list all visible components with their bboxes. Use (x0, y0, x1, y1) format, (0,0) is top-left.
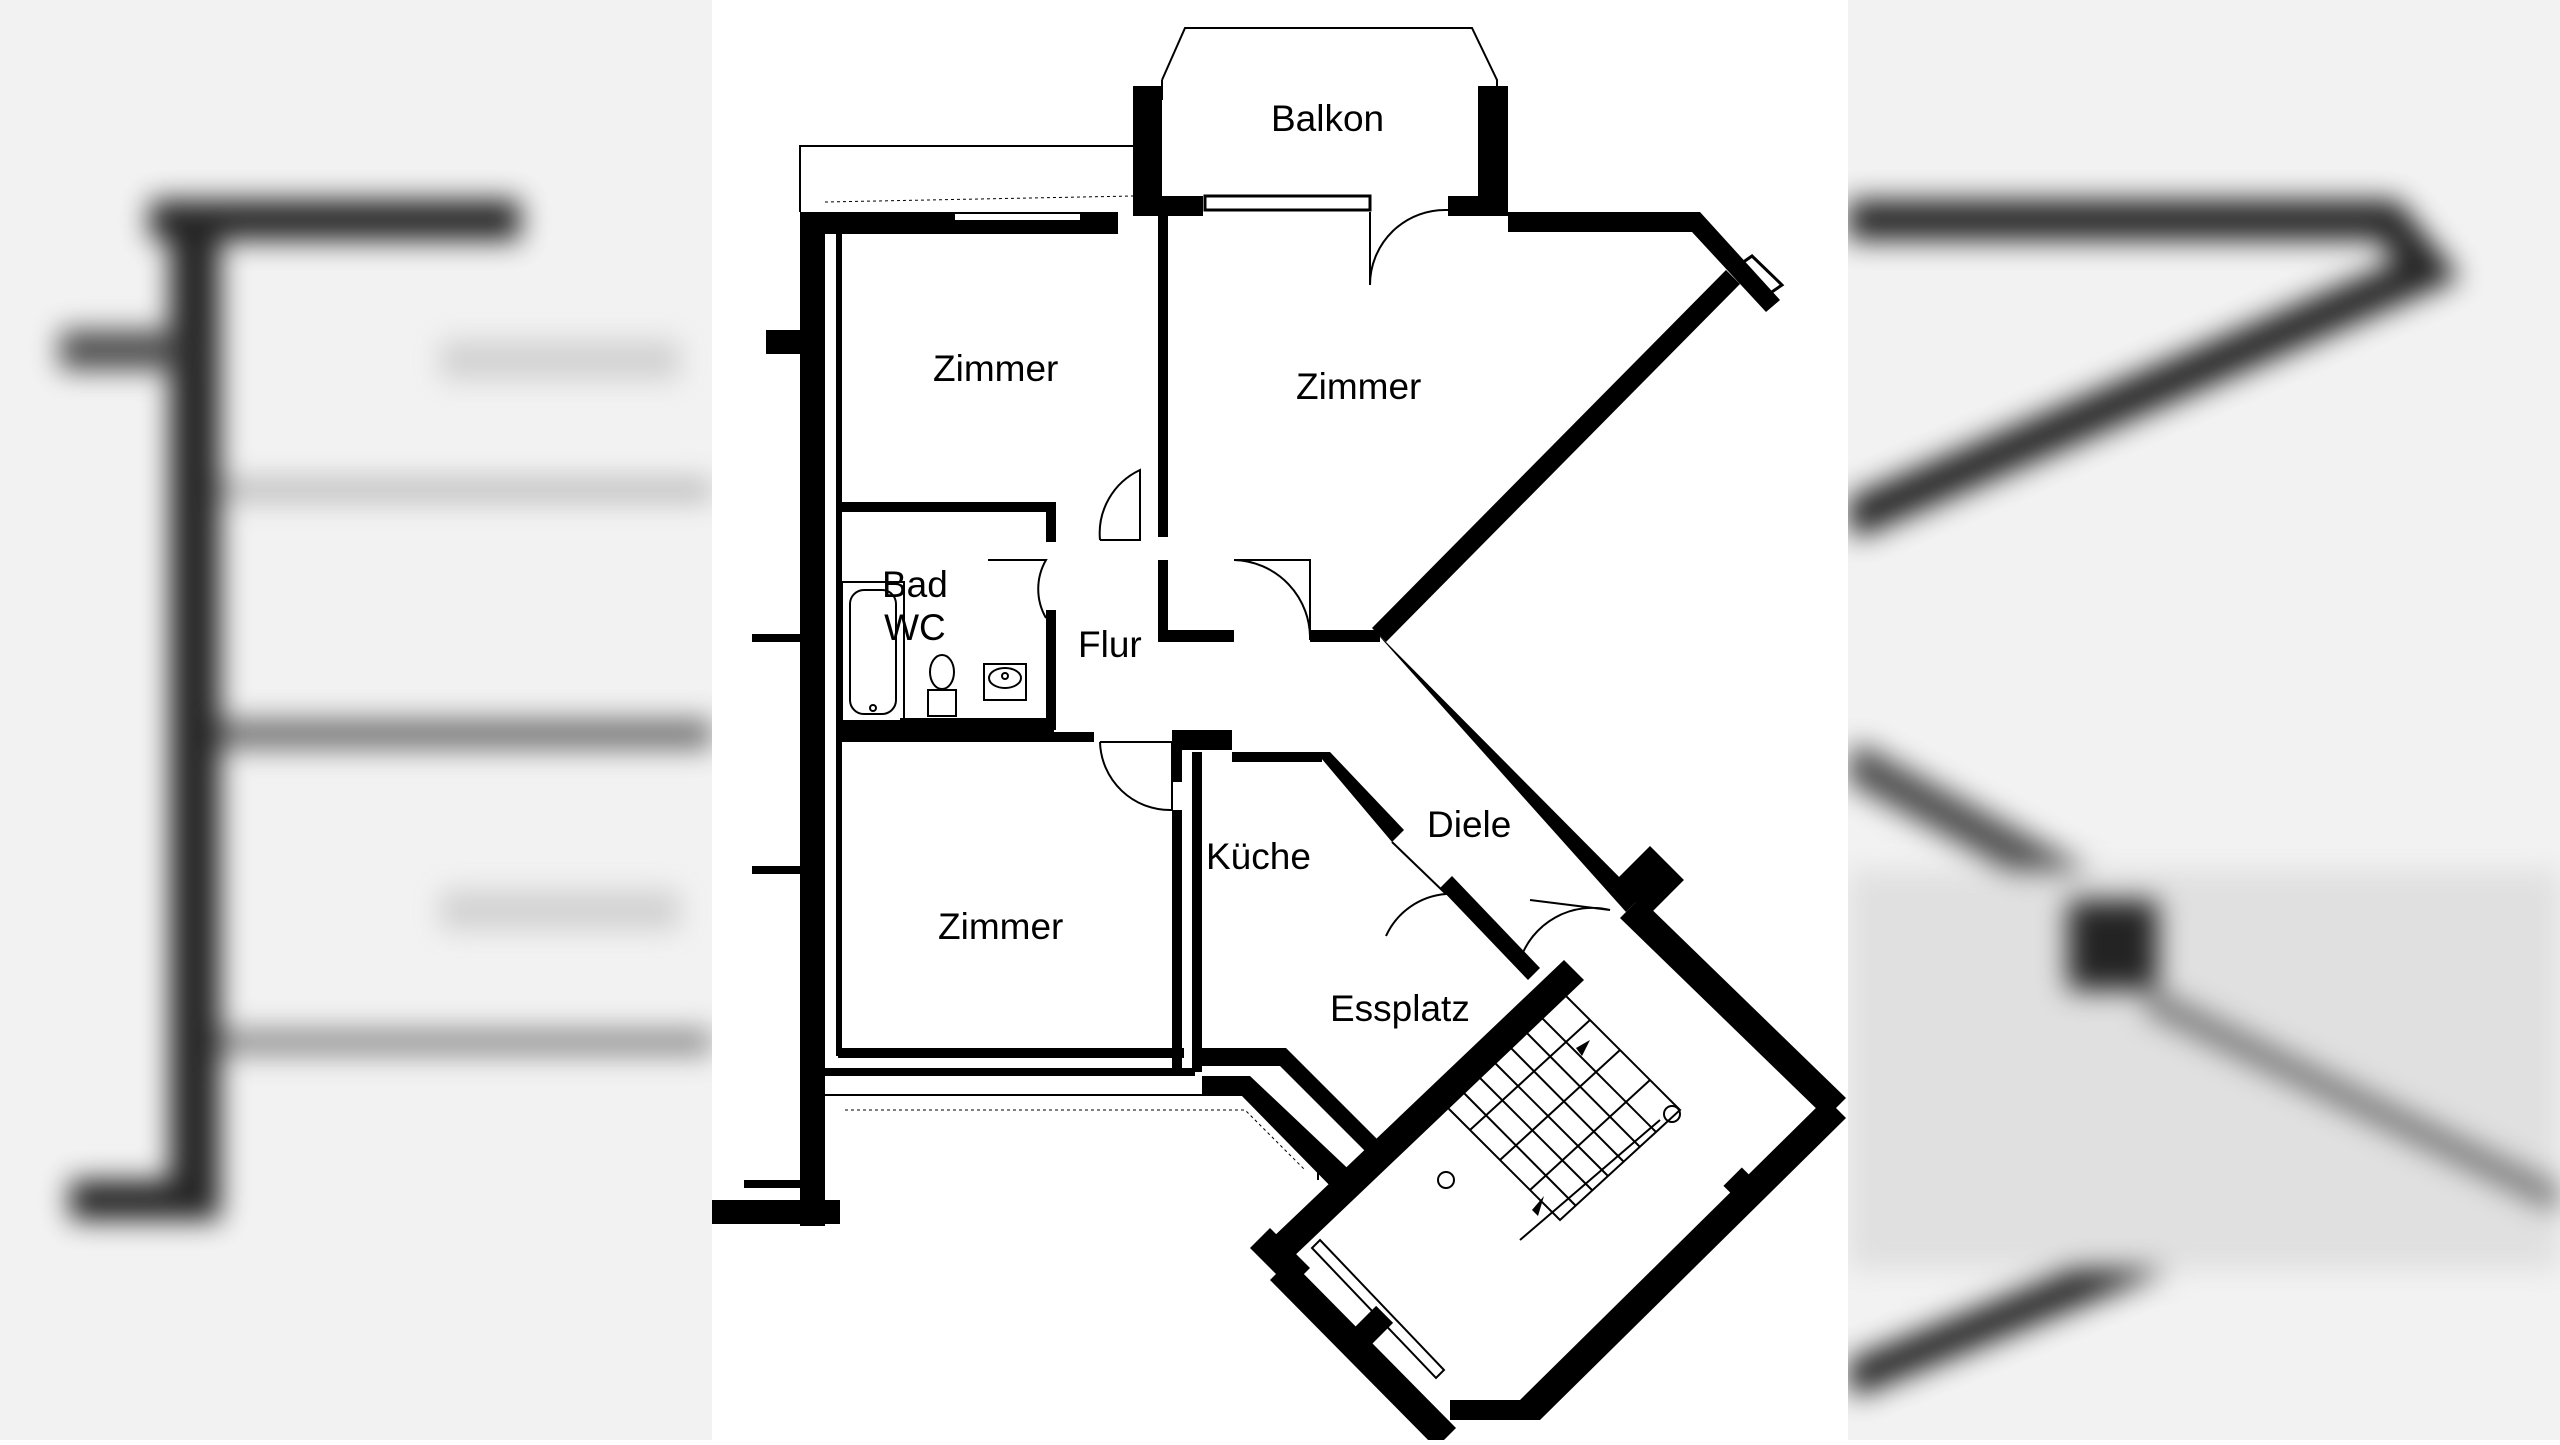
wall-essplatz-diagonal (1440, 876, 1540, 980)
window-top-mid (1203, 194, 1372, 212)
wall-stair-bottom-outer (1450, 1400, 1540, 1420)
floor-plan: Balkon Zimmer Zimmer Bad WC Flur Diele K… (712, 0, 1848, 1445)
wall-balcony-right-pier (1478, 86, 1508, 214)
wall-stair-lower-left (1270, 1260, 1456, 1445)
label-zimmer-bottom: Zimmer (938, 906, 1064, 947)
wall-diele-pier (1614, 846, 1684, 916)
wall-stair-pier-1 (1354, 1305, 1394, 1345)
wall-stair-pier-2 (1563, 1346, 1597, 1380)
toilet-fixture (927, 654, 957, 717)
wall-left-stub-1 (766, 330, 806, 354)
wall-bad-right (1046, 502, 1056, 542)
stair-treads (1437, 988, 1682, 1241)
label-flur: Flur (1078, 624, 1142, 665)
label-bad: Bad (882, 564, 948, 605)
wall-stair-stub-right (1723, 1167, 1755, 1199)
wall-zimmer-bad (838, 502, 1054, 512)
wall-diagonal-upper (1372, 270, 1740, 642)
wall-stair-upper-left (1270, 960, 1584, 1260)
label-zimmer-top-right: Zimmer (1296, 366, 1422, 407)
window-top-left (955, 214, 1080, 220)
floor-plan-drawing (712, 27, 1846, 1445)
wall-balcony-left-pier (1133, 86, 1162, 214)
window-stair-right (1636, 918, 1762, 1044)
top-ledge-outline (799, 145, 1133, 212)
wall-left-bottom-base (712, 1200, 840, 1224)
wall-top-mid (1133, 196, 1203, 216)
wall-bottom-zimmer-top-right (1172, 730, 1232, 750)
label-essplatz: Essplatz (1330, 988, 1470, 1029)
wall-kitchen-diagonal (1316, 752, 1404, 842)
top-ledge-dashed (824, 195, 1134, 203)
wall-top-right (1448, 196, 1508, 216)
wall-left-bottom-stub (744, 1180, 800, 1188)
stair-arrows (1532, 1040, 1590, 1216)
wall-essplatz-outer (1202, 1076, 1360, 1196)
label-diele: Diele (1427, 804, 1512, 845)
wall-bottom-zimmer-bottom (838, 1048, 1184, 1058)
wall-left-stub-3 (752, 866, 802, 874)
wall-top-right-long (1508, 212, 1780, 312)
wall-bad-bottom-heavy (900, 718, 1054, 734)
wall-flur-top-right (1310, 630, 1380, 642)
blurred-backdrop-right (1848, 0, 2560, 1440)
wall-essplatz-bottom (1192, 1048, 1378, 1152)
wall-zimmer-divider-lower (1158, 560, 1168, 640)
wall-bottom-zimmer-right (1172, 742, 1182, 782)
bottom-ledge-dashed (845, 1109, 1306, 1171)
wall-kitchen-top (1232, 752, 1322, 762)
wall-stair-bottom-right (1520, 1098, 1846, 1420)
door-swings (988, 208, 1611, 961)
wall-bottom-zimmer-right-lower (1172, 810, 1182, 1072)
window-stair-left (1310, 1238, 1446, 1380)
label-kueche: Küche (1206, 836, 1311, 877)
sink-fixture (983, 663, 1027, 701)
bottom-ledge-outline (825, 1094, 1319, 1180)
label-balkon: Balkon (1271, 98, 1385, 139)
wall-flur-top (1158, 630, 1234, 642)
wall-kitchen-left (1192, 752, 1202, 1072)
wall-bottom-zimmer-bottom-outer (825, 1068, 1195, 1076)
label-wc: WC (884, 606, 946, 648)
label-zimmer-top-left: Zimmer (933, 348, 1059, 389)
wall-bad-right-lower (1046, 610, 1056, 730)
wall-zimmer-divider (1158, 212, 1168, 537)
wall-diagonal-lower (1372, 628, 1640, 912)
wall-left-outer (800, 212, 825, 1226)
wall-bottom-zimmer-top (838, 732, 1094, 742)
window-top-right (1729, 254, 1785, 302)
bathtub-fixture (841, 581, 905, 725)
blurred-backdrop-left (0, 0, 712, 1440)
wall-left-inner (836, 226, 842, 1056)
label-bad-wc: Bad WC (882, 564, 948, 649)
wall-left-stub-2 (752, 634, 802, 642)
